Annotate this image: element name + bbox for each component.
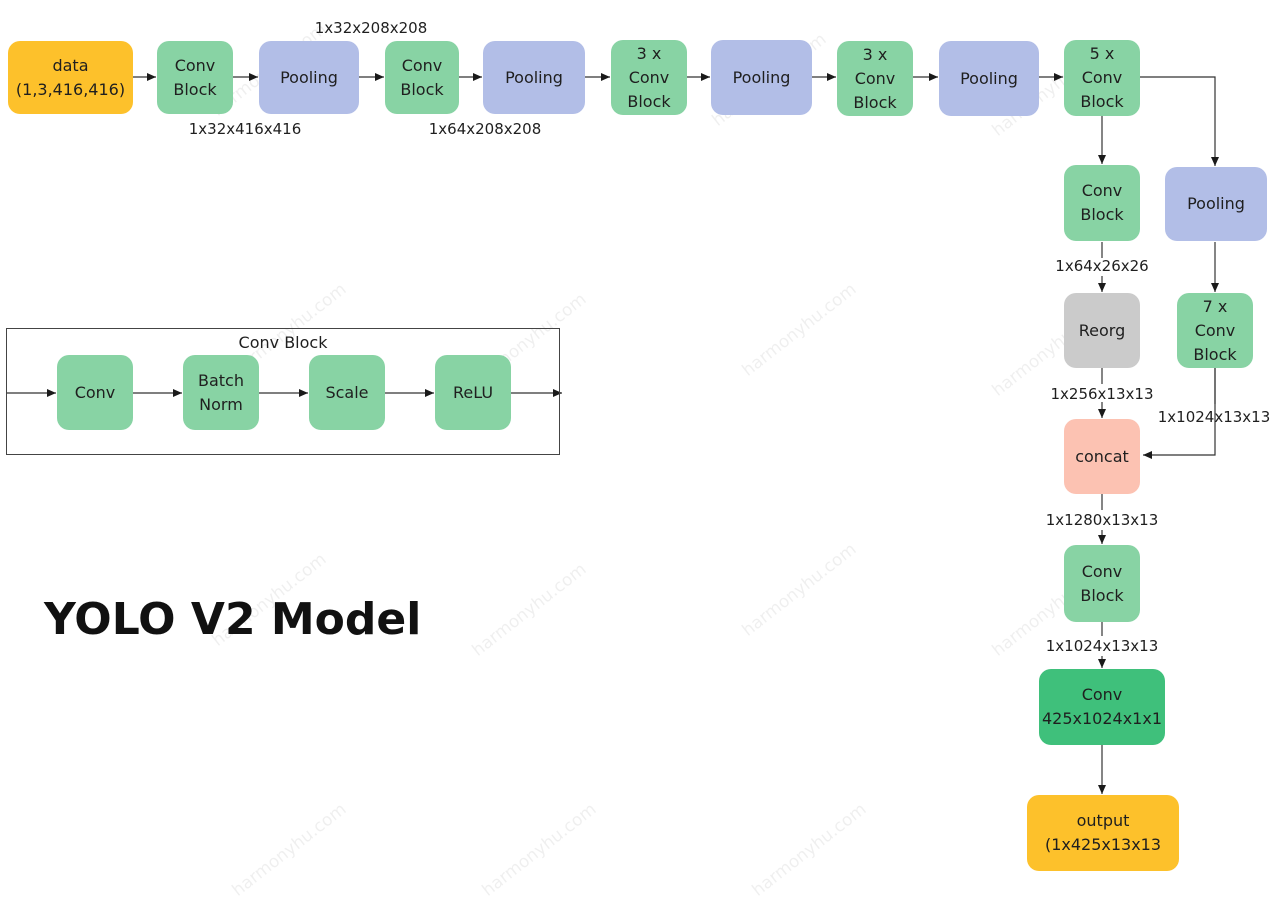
concat-node: concat: [1064, 419, 1140, 494]
conv-block-node-3: 3 x Conv Block: [611, 40, 687, 115]
pooling-node-5: Pooling: [1165, 167, 1267, 241]
edge-conv5-pool5: [1140, 76, 1219, 166]
pooling-node-2: Pooling: [483, 41, 585, 114]
data-input-node: data (1,3,416,416): [8, 41, 133, 114]
pooling-node-3: Pooling: [711, 40, 812, 115]
legend-batchnorm-node: Batch Norm: [183, 355, 259, 430]
conv-block-node-4: 3 x Conv Block: [837, 41, 913, 116]
edge-label-pool1-conv2: 1x32x208x208: [314, 19, 428, 37]
final-conv-node: Conv 425x1024x1x1: [1039, 669, 1165, 745]
conv-block-node-5: 5 x Conv Block: [1064, 40, 1140, 116]
reorg-node: Reorg: [1064, 293, 1140, 368]
conv-block-node-2: Conv Block: [385, 41, 459, 114]
legend-relu-node: ReLU: [435, 355, 511, 430]
edge-label-conv1-pool1: 1x32x416x416: [188, 120, 302, 138]
edge-label-reorg-concat: 1x256x13x13: [1050, 385, 1154, 403]
conv-block-node-1: Conv Block: [157, 41, 233, 114]
pooling-node-1: Pooling: [259, 41, 359, 114]
legend-scale-node: Scale: [309, 355, 385, 430]
pooling-node-4: Pooling: [939, 41, 1039, 116]
conv-block-node-7: 7 x Conv Block: [1177, 293, 1253, 368]
legend-conv-node: Conv: [57, 355, 133, 430]
edge-label-conv7-concat: 1x1024x13x13: [1157, 408, 1271, 426]
conv-block-node-6: Conv Block: [1064, 165, 1140, 241]
diagram-title: YOLO V2 Model: [44, 594, 422, 645]
conv-block-legend: [6, 328, 560, 455]
legend-title: Conv Block: [238, 333, 328, 352]
edge-label-concat-conv8: 1x1280x13x13: [1045, 511, 1159, 529]
conv-block-node-8: Conv Block: [1064, 545, 1140, 622]
edge-label-conv6-reorg: 1x64x26x26: [1055, 257, 1149, 275]
edge-label-conv2-pool2: 1x64x208x208: [428, 120, 542, 138]
output-node: output (1x425x13x13: [1027, 795, 1179, 871]
edge-label-conv8-final: 1x1024x13x13: [1045, 637, 1159, 655]
edges: [7, 73, 1219, 794]
